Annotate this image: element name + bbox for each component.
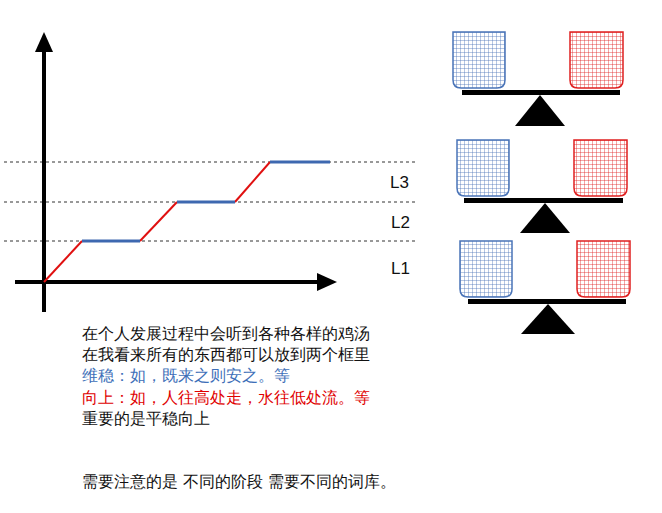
note-text: 重要的是平稳向上 — [82, 409, 210, 429]
balance-scale — [460, 241, 630, 334]
level-label: L2 — [389, 213, 412, 233]
level-label: L3 — [388, 173, 411, 193]
axes — [15, 32, 337, 312]
note-text: 在我看来所有的东西都可以放到两个框里 — [82, 345, 370, 365]
note-text: 维稳：如，既来之则安之。等 — [82, 366, 290, 386]
balance-scale — [453, 32, 623, 126]
level-label: L1 — [389, 259, 412, 279]
note-text: 向上：如，人往高处走，水往低处流。等 — [82, 388, 370, 408]
balance-scale — [457, 140, 627, 233]
note-text: 在个人发展过程中会听到各种各样的鸡汤 — [82, 324, 370, 344]
note-text: 需要注意的是 不同的阶段 需要不同的词库。 — [82, 472, 396, 492]
step-curve — [44, 162, 330, 282]
level-lines — [4, 162, 418, 241]
